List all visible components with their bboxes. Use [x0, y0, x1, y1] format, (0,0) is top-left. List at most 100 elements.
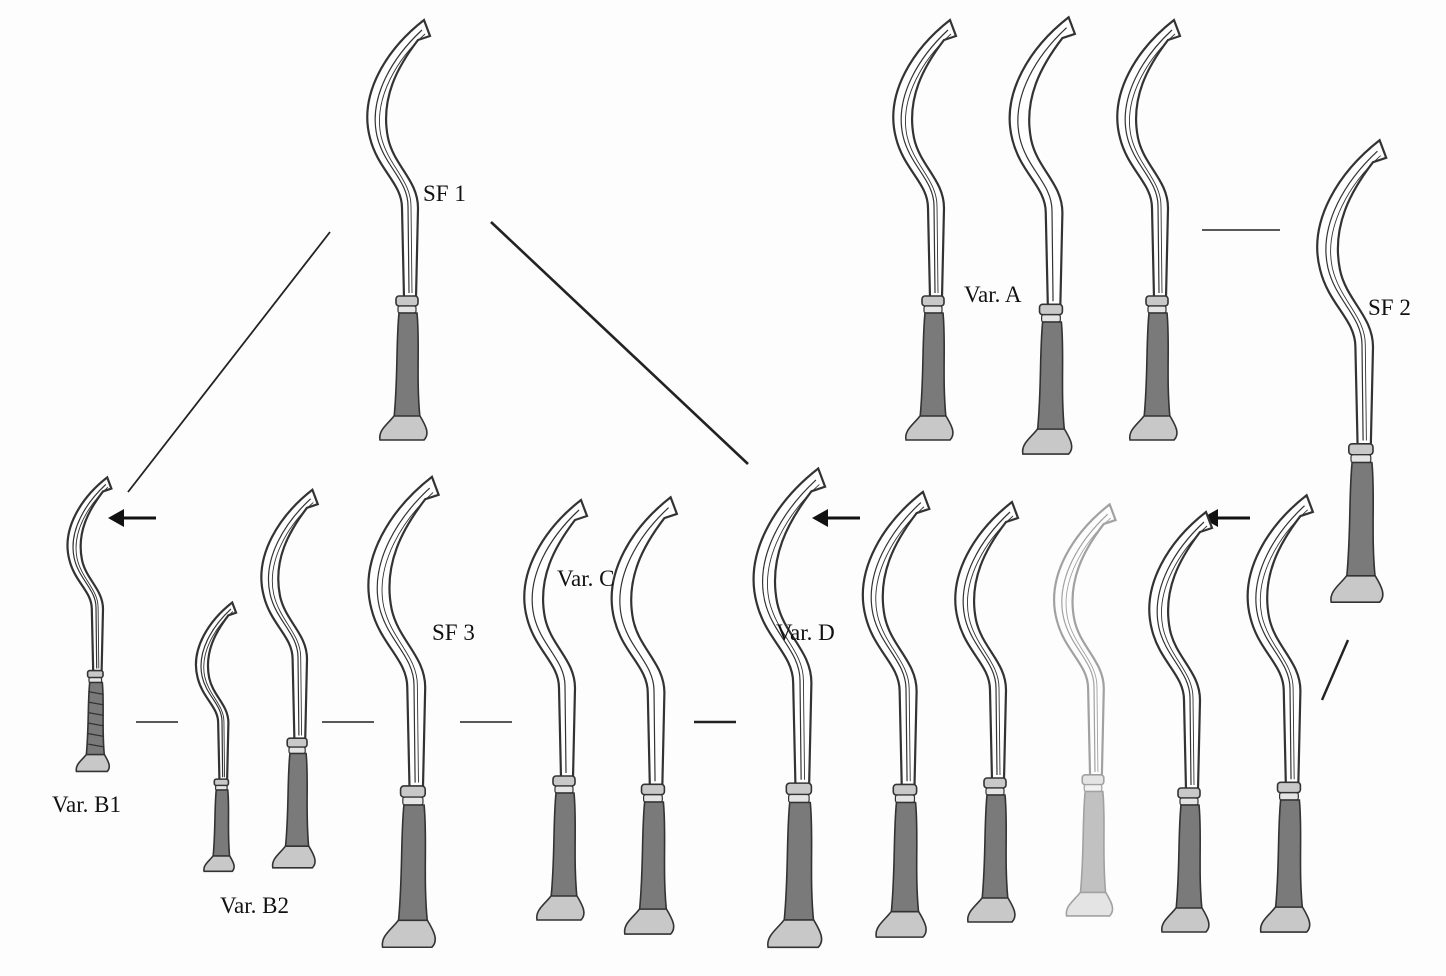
- grip: [284, 752, 310, 849]
- guard: [1081, 774, 1105, 786]
- label-sf1: SF 1: [423, 181, 466, 206]
- guard: [86, 669, 104, 679]
- guard: [1145, 295, 1169, 307]
- blade-fuller: [376, 487, 431, 783]
- connector-sf1-to-var-b1: [127, 231, 331, 493]
- label-sf3: SF 3: [432, 620, 475, 645]
- blade-fuller: [1065, 517, 1111, 772]
- collar: [923, 305, 943, 314]
- collar: [554, 785, 574, 794]
- pommel: [966, 897, 1016, 923]
- sword-var-b2-1: [195, 600, 238, 873]
- blade: [1116, 18, 1182, 300]
- blade-fuller: [203, 611, 234, 778]
- pommel: [1160, 907, 1210, 933]
- grip: [981, 794, 1009, 901]
- collar: [788, 793, 810, 804]
- blade-fuller: [619, 507, 669, 782]
- blade: [892, 18, 958, 300]
- blade-fuller: [1129, 33, 1176, 294]
- pommel: [203, 855, 235, 873]
- blade-fuller: [1156, 521, 1205, 786]
- arrow-var-d: [812, 509, 860, 527]
- pommel: [1128, 415, 1178, 441]
- guard: [395, 295, 419, 307]
- blade-fuller: [379, 33, 426, 294]
- sword-var-d-1: [752, 466, 827, 949]
- blade-fuller: [1124, 29, 1173, 294]
- blade-fuller: [762, 479, 817, 780]
- grip-band: [88, 743, 104, 748]
- guard: [640, 783, 666, 796]
- sword-sf2: [1316, 138, 1388, 604]
- grip-band: [88, 722, 104, 727]
- connector-sf2-to-var-d-row: [1320, 639, 1350, 701]
- blade: [523, 498, 589, 780]
- blade-fuller: [268, 498, 312, 736]
- sword-sf3: [367, 475, 441, 949]
- pommel: [1065, 891, 1114, 917]
- collar: [1083, 784, 1103, 793]
- blade: [366, 18, 432, 300]
- blade: [195, 600, 238, 782]
- blade-fuller: [900, 29, 949, 294]
- sword-var-c-2: [610, 495, 679, 935]
- blade-fuller: [200, 608, 232, 778]
- label-var-b2: Var. B2: [220, 893, 289, 918]
- blade: [1008, 15, 1077, 308]
- guard: [399, 785, 426, 798]
- guard: [286, 737, 308, 748]
- sword-var-a-3: [1116, 18, 1182, 441]
- connector-sf1-to-var-d: [490, 221, 749, 465]
- sword-var-d-3: [954, 500, 1020, 923]
- grip-band: [88, 712, 104, 716]
- blade: [954, 500, 1020, 782]
- grip: [397, 804, 429, 924]
- blade: [1316, 138, 1388, 448]
- grip: [783, 801, 815, 924]
- collar: [894, 794, 916, 804]
- guard: [1276, 781, 1302, 794]
- blade-fuller: [905, 33, 952, 294]
- guard: [1177, 787, 1201, 799]
- pommel: [271, 845, 316, 869]
- blade: [1246, 493, 1315, 786]
- pommel: [378, 415, 428, 441]
- blade: [260, 488, 320, 742]
- blade: [610, 495, 679, 788]
- collar: [1278, 792, 1299, 801]
- arrow-sf2-row: [1202, 509, 1250, 527]
- grip: [638, 801, 668, 912]
- blade-fuller: [381, 492, 434, 783]
- guard: [213, 778, 230, 787]
- blade-fuller: [272, 502, 314, 736]
- collar: [1350, 454, 1372, 464]
- pommel: [75, 753, 111, 773]
- blade-fuller: [374, 29, 423, 294]
- blade-fuller: [1260, 509, 1308, 780]
- grip: [550, 792, 578, 899]
- sword-var-d-6: [1246, 493, 1315, 933]
- guard: [552, 775, 576, 787]
- grip: [393, 312, 421, 419]
- guard: [1347, 442, 1374, 456]
- arrow-var-b1: [108, 509, 156, 527]
- grip: [1036, 321, 1066, 432]
- label-var-d: Var. D: [776, 620, 835, 645]
- sword-var-c-1: [523, 498, 589, 921]
- grip: [1345, 461, 1377, 579]
- grip-band: [88, 733, 104, 737]
- blade: [1148, 510, 1214, 792]
- blade: [861, 490, 931, 788]
- blade: [66, 475, 113, 674]
- label-var-b1: Var. B1: [52, 792, 121, 817]
- guard: [892, 783, 918, 796]
- blade-fuller: [1061, 513, 1109, 772]
- grip: [1143, 312, 1171, 419]
- blade-fuller: [870, 502, 922, 782]
- label-var-a: Var. A: [964, 282, 1022, 307]
- guard: [921, 295, 945, 307]
- label-sf2: SF 2: [1368, 295, 1411, 320]
- blade: [367, 475, 441, 790]
